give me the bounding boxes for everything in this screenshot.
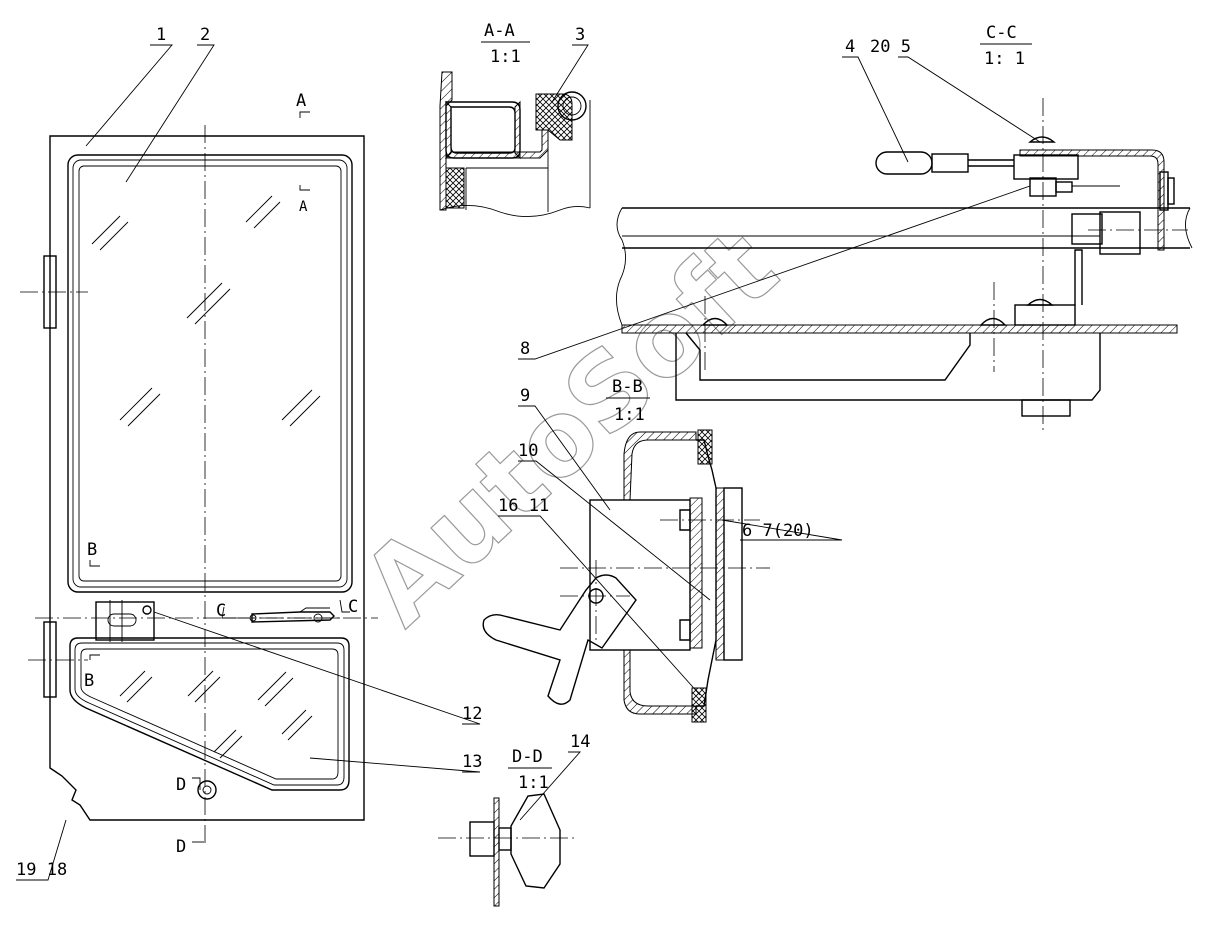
section-c-c-scale: 1: 1 bbox=[984, 49, 1025, 69]
callout-2: 2 bbox=[200, 25, 210, 45]
callout-13: 13 bbox=[462, 752, 482, 772]
cut-mark-d-bot: D bbox=[176, 837, 186, 857]
cut-mark-c-right: C bbox=[348, 597, 358, 617]
callout-12: 12 bbox=[462, 704, 482, 724]
section-d-d-scale: 1:1 bbox=[518, 773, 549, 793]
callout-20-5: 20 5 bbox=[870, 37, 911, 57]
section-a-a-title: A-A bbox=[484, 21, 515, 41]
cut-mark-b-bot: B bbox=[84, 671, 94, 691]
callout-9: 9 bbox=[520, 386, 530, 406]
callout-1: 1 bbox=[156, 25, 166, 45]
watermark-text: AutoSoft bbox=[339, 206, 800, 648]
section-b-b-title: B-B bbox=[612, 377, 643, 397]
callout-14: 14 bbox=[570, 732, 590, 752]
cut-mark-d-top: D bbox=[176, 775, 186, 795]
section-d-d-view bbox=[438, 793, 576, 907]
callout-10: 10 bbox=[518, 441, 538, 461]
section-d-d-title: D-D bbox=[512, 747, 543, 767]
callout-8: 8 bbox=[520, 339, 530, 359]
callout-19-18: 19 18 bbox=[16, 860, 67, 880]
cut-mark-b-top: B bbox=[87, 540, 97, 560]
callout-3: 3 bbox=[575, 25, 585, 45]
section-c-c-title: C-C bbox=[986, 23, 1017, 43]
cut-mark-a-top: A bbox=[296, 91, 306, 111]
cut-mark-a-mid: A bbox=[299, 199, 308, 215]
callout-4: 4 bbox=[845, 37, 855, 57]
section-c-c-view bbox=[616, 98, 1193, 430]
door-front-view bbox=[20, 111, 378, 845]
callout-16-11: 16 11 bbox=[498, 496, 549, 516]
section-b-b-scale: 1:1 bbox=[614, 405, 645, 425]
section-b-b-view bbox=[482, 429, 770, 723]
section-a-a-scale: 1:1 bbox=[490, 47, 521, 67]
section-a-a-view bbox=[439, 71, 591, 217]
cut-mark-c-left: C bbox=[216, 601, 226, 621]
leader-lines bbox=[16, 44, 1041, 881]
callout-6-7-20: 6 7(20) bbox=[742, 521, 814, 541]
